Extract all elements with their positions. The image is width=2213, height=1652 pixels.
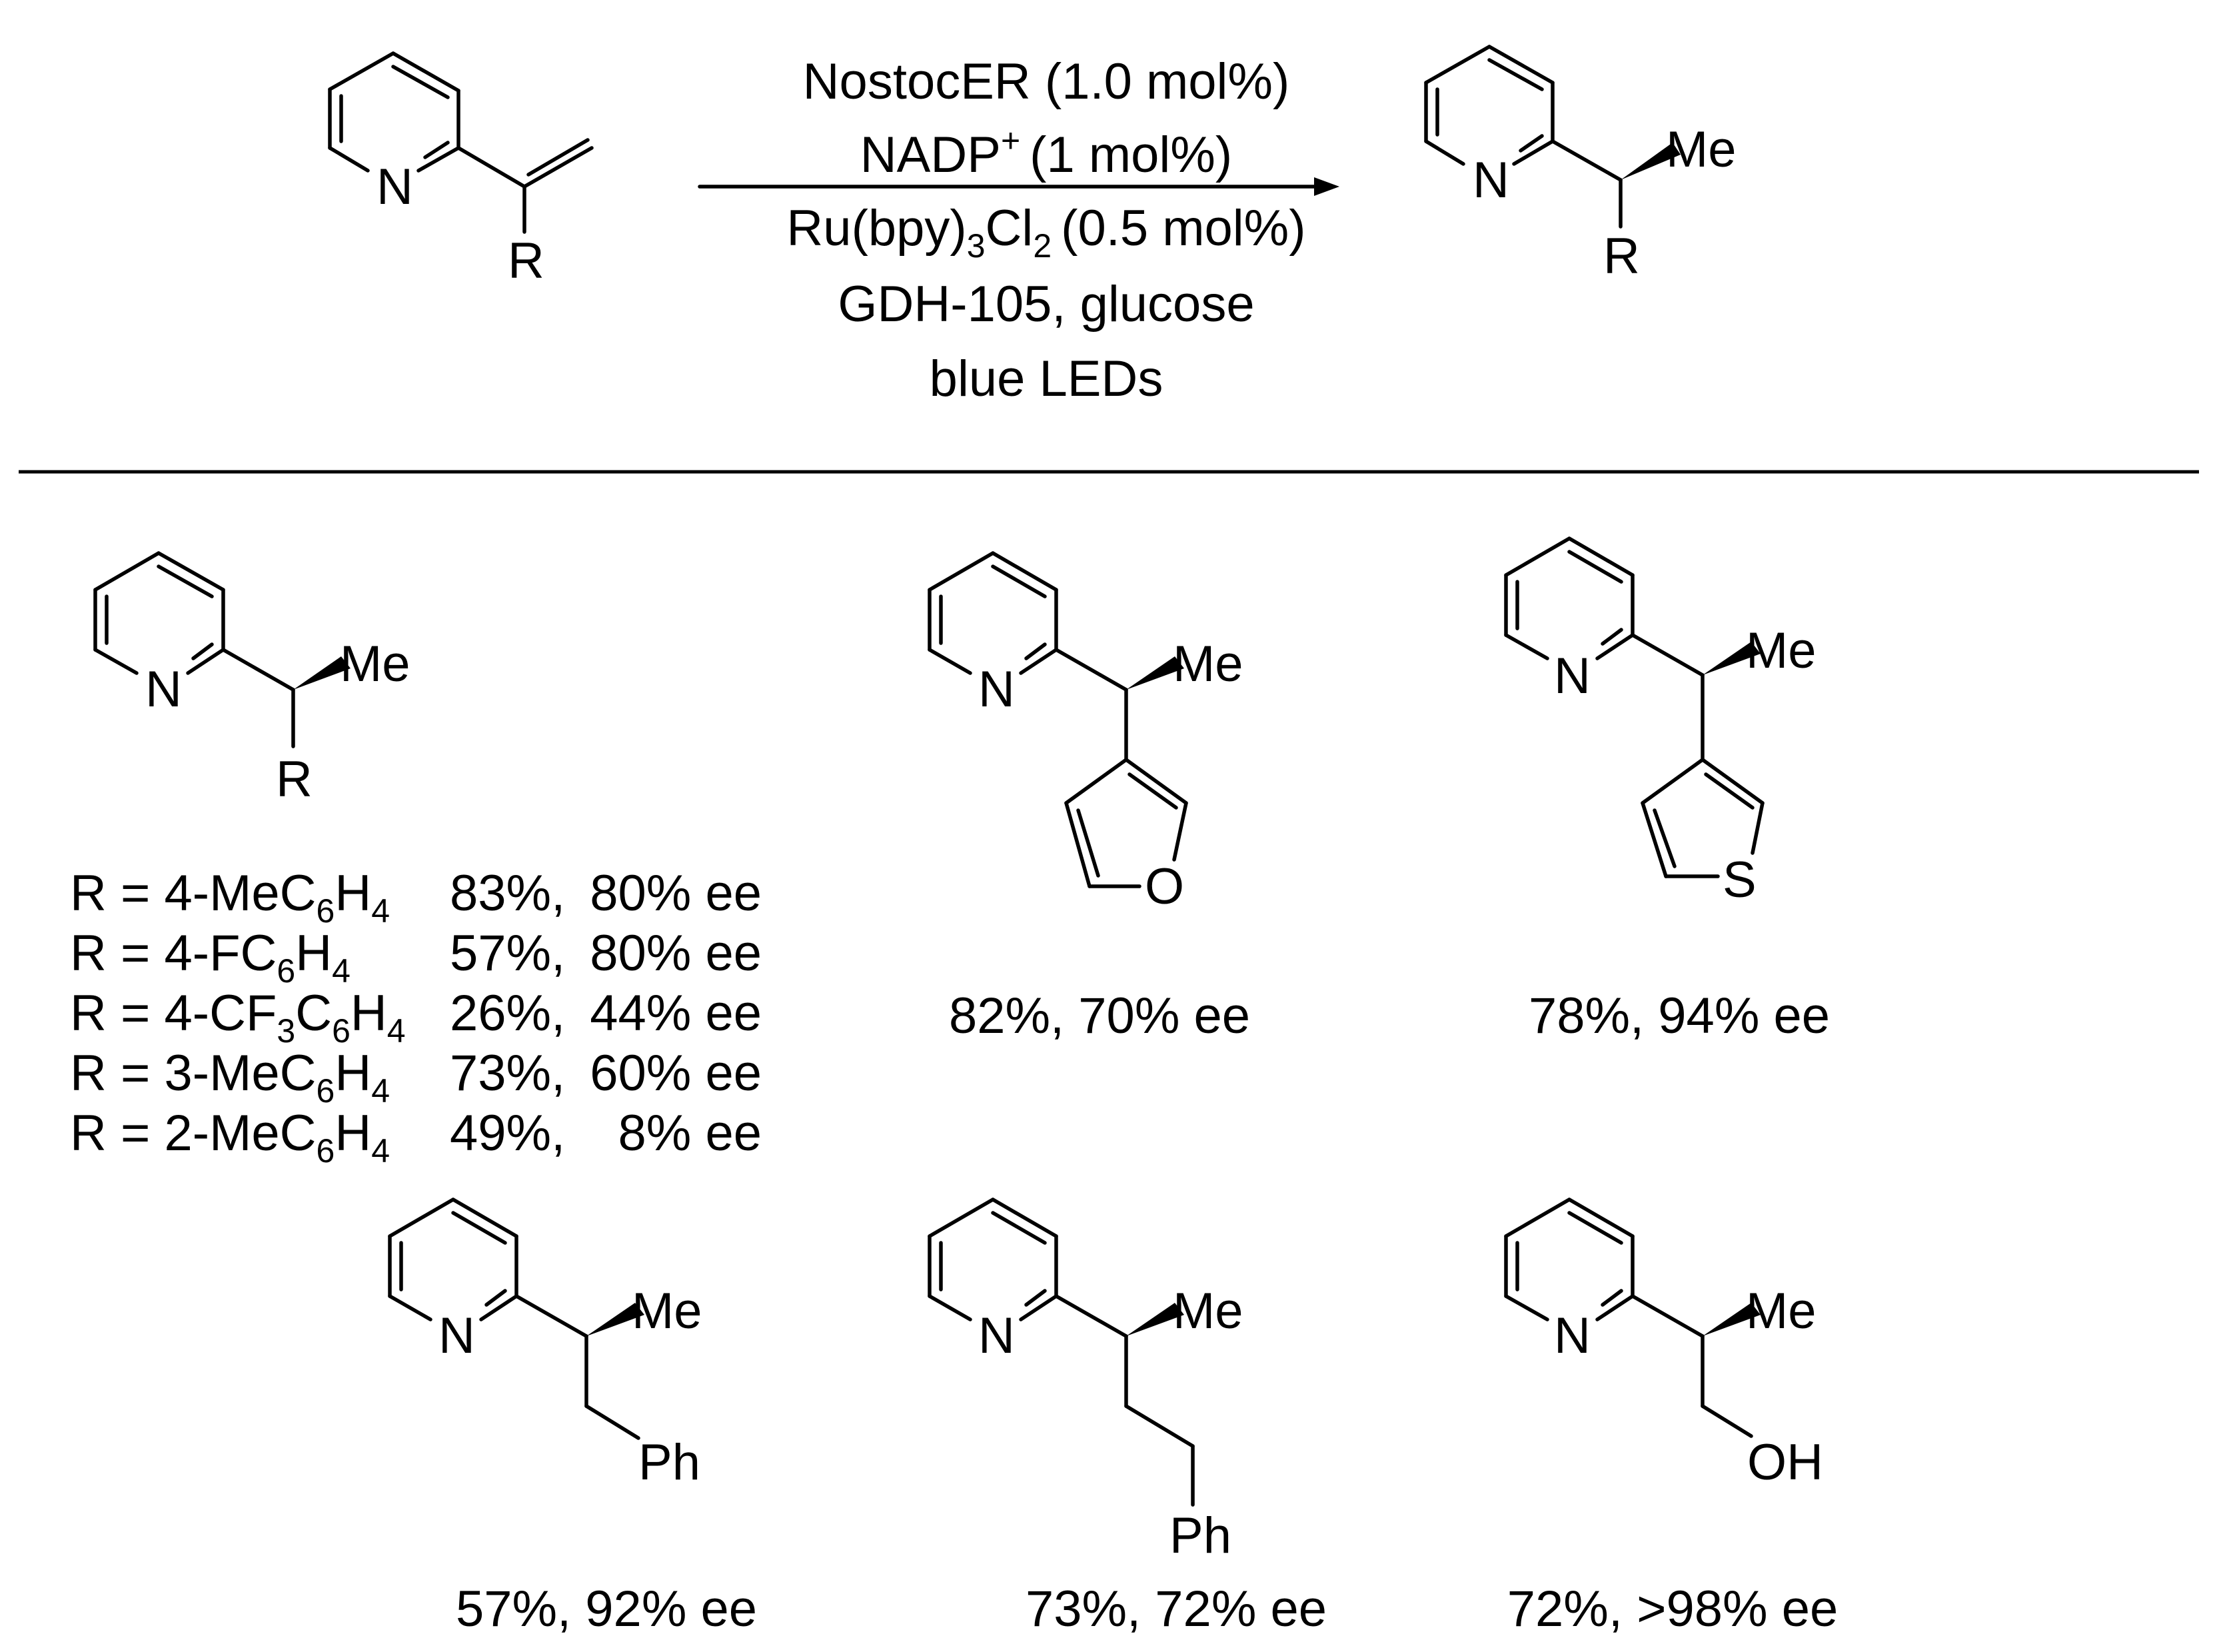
yield-benzyl: 57%, 92% ee — [456, 1581, 757, 1637]
product-general: N Me R — [1424, 45, 1737, 285]
condition-cofactor: NADP+(1 mol%) — [860, 122, 1232, 183]
svg-text:49%,: 49%, — [450, 1105, 565, 1162]
svg-text:60% ee: 60% ee — [590, 1045, 762, 1102]
svg-text:44% ee: 44% ee — [590, 985, 762, 1042]
table-row: R = 2-MeC6H4 49%, 8% ee — [70, 1105, 762, 1170]
svg-text:80% ee: 80% ee — [590, 865, 762, 922]
atom-r: R — [276, 751, 313, 808]
condition-regeneration: GDH-105, glucose — [838, 276, 1254, 333]
table-row: R = 4-FC6H4 57%, 80% ee — [70, 925, 762, 990]
svg-text:83%,: 83%, — [450, 865, 565, 922]
substituent-table: R = 4-MeC6H4 83%, 80% ee R = 4-FC6H4 57%… — [70, 865, 762, 1170]
svg-text:73%,: 73%, — [450, 1045, 565, 1102]
product-thienyl: N Me S 78%, 94% ee — [1504, 536, 1830, 1044]
atom-n: N — [1473, 152, 1509, 209]
atom-n: N — [978, 1307, 1015, 1364]
atom-r: R — [508, 233, 544, 289]
atom-me: Me — [1173, 1283, 1243, 1339]
svg-text:80% ee: 80% ee — [590, 925, 762, 982]
yield-hydroxymethyl: 72%, >98% ee — [1507, 1581, 1839, 1637]
reaction-conditions: NostocER (1.0 mol%) NADP+(1 mol%) Ru(bpy… — [786, 53, 1305, 407]
svg-text:R = 4-MeC6H4: R = 4-MeC6H4 — [70, 865, 390, 930]
atom-ph: Ph — [638, 1434, 700, 1491]
atom-s: S — [1723, 852, 1757, 908]
yield-furyl: 82%, 70% ee — [949, 988, 1250, 1044]
atom-me: Me — [1173, 636, 1243, 692]
table-row: R = 4-CF3C6H4 26%, 44% ee — [70, 985, 762, 1050]
yield-thienyl: 78%, 94% ee — [1529, 988, 1830, 1044]
atom-r: R — [1603, 228, 1640, 285]
product-furyl: N Me O 82%, 70% ee — [928, 551, 1250, 1044]
atom-n: N — [978, 661, 1015, 718]
svg-text:26%,: 26%, — [450, 985, 565, 1042]
condition-enzyme: NostocER (1.0 mol%) — [803, 53, 1290, 110]
svg-text:8% ee: 8% ee — [618, 1105, 762, 1162]
condition-light: blue LEDs — [930, 351, 1163, 407]
atom-me: Me — [340, 636, 410, 692]
reaction-arrow — [698, 177, 1339, 196]
starting-material: N R — [328, 51, 594, 289]
svg-text:57%,: 57%, — [450, 925, 565, 982]
svg-text:R = 4-CF3C6H4: R = 4-CF3C6H4 — [70, 985, 406, 1050]
svg-text:R = 4-FC6H4: R = 4-FC6H4 — [70, 925, 351, 990]
table-row: R = 3-MeC6H4 73%, 60% ee — [70, 1045, 762, 1110]
product-aryl: N Me R — [93, 551, 410, 808]
yield-phenethyl: 73%, 72% ee — [1026, 1581, 1327, 1637]
atom-n: N — [1554, 648, 1591, 704]
atom-n: N — [438, 1307, 475, 1364]
atom-o: O — [1145, 858, 1184, 915]
atom-me: Me — [1666, 121, 1737, 178]
atom-me: Me — [1746, 622, 1817, 679]
atom-oh: OH — [1747, 1434, 1823, 1491]
table-row: R = 4-MeC6H4 83%, 80% ee — [70, 865, 762, 930]
atom-n: N — [376, 159, 413, 215]
product-hydroxymethyl: N Me OH 72%, >98% ee — [1504, 1198, 1839, 1637]
product-benzyl: N Me Ph 57%, 92% ee — [388, 1198, 757, 1637]
condition-photocatalyst: Ru(bpy)3Cl2(0.5 mol%) — [786, 200, 1305, 265]
atom-me: Me — [1746, 1283, 1817, 1339]
svg-text:R = 2-MeC6H4: R = 2-MeC6H4 — [70, 1105, 390, 1170]
atom-n: N — [145, 661, 182, 718]
atom-ph: Ph — [1169, 1507, 1231, 1564]
svg-text:R = 3-MeC6H4: R = 3-MeC6H4 — [70, 1045, 390, 1110]
atom-me: Me — [632, 1283, 702, 1339]
product-phenethyl: N Me Ph 73%, 72% ee — [928, 1198, 1327, 1637]
atom-n: N — [1554, 1307, 1591, 1364]
